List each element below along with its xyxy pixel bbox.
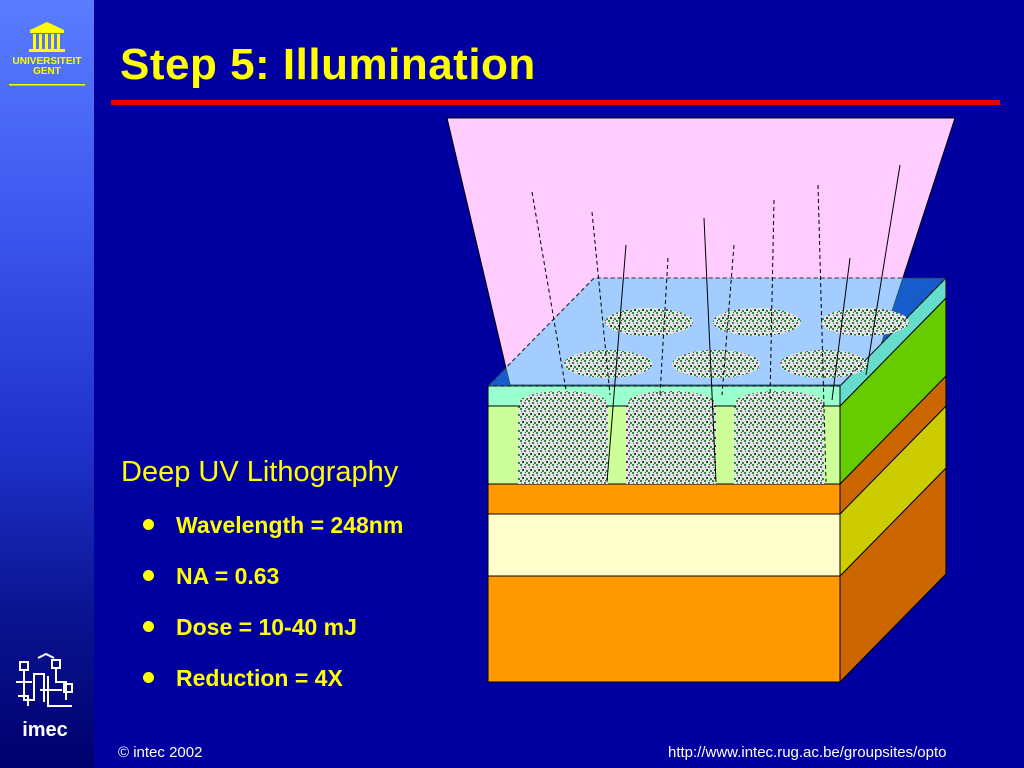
exposure-spot	[713, 308, 801, 336]
bullet-item: Dose = 10-40 mJ	[140, 614, 403, 665]
exposure-spot	[735, 391, 823, 415]
exposed-region	[734, 406, 824, 484]
light-rays	[531, 164, 901, 483]
title-underline	[111, 100, 1000, 105]
exposed-region	[518, 406, 608, 484]
exposure-spot	[672, 350, 760, 378]
bullet-item: NA = 0.63	[140, 563, 403, 614]
exposure-spot	[627, 391, 715, 415]
slide-title: Step 5: Illumination	[120, 40, 536, 89]
orange-layer-top	[487, 483, 841, 515]
bullet-text: NA = 0.63	[176, 563, 280, 589]
exposure-spot	[605, 308, 693, 336]
footer-url[interactable]: http://www.intec.rug.ac.be/groupsites/op…	[668, 744, 947, 761]
exposure-spot	[780, 350, 868, 378]
bullet-item: Wavelength = 248nm	[140, 512, 403, 563]
imec-logo: imec	[16, 652, 73, 741]
universiteit-gent-logo: UNIVERSITEIT GENT	[9, 22, 85, 86]
sidebar: UNIVERSITEIT GENT imec	[0, 0, 94, 768]
exposure-spot	[821, 308, 909, 336]
orange-layer-bottom	[487, 575, 841, 683]
bullet-text: Wavelength = 248nm	[176, 512, 404, 538]
footer-copyright: © intec 2002	[118, 744, 203, 761]
bullet-text: Reduction = 4X	[176, 665, 343, 691]
exposure-spot	[564, 350, 652, 378]
bullet-dot-icon	[143, 672, 154, 683]
ug-logo-line1: UNIVERSITEIT	[13, 56, 82, 67]
lithography-illustration	[446, 117, 956, 684]
bullet-dot-icon	[143, 621, 154, 632]
imec-wordmark: imec	[22, 719, 68, 741]
exposure-spot	[519, 391, 607, 415]
exposed-region	[626, 406, 716, 484]
bullet-dot-icon	[143, 519, 154, 530]
bullet-list: Wavelength = 248nm NA = 0.63 Dose = 10-4…	[140, 512, 403, 716]
bullet-text: Dose = 10-40 mJ	[176, 614, 357, 640]
ug-logo-line2: GENT	[33, 66, 61, 77]
bullet-dot-icon	[143, 570, 154, 581]
section-heading: Deep UV Lithography	[121, 456, 399, 488]
cream-layer	[487, 513, 841, 577]
bullet-item: Reduction = 4X	[140, 665, 403, 716]
